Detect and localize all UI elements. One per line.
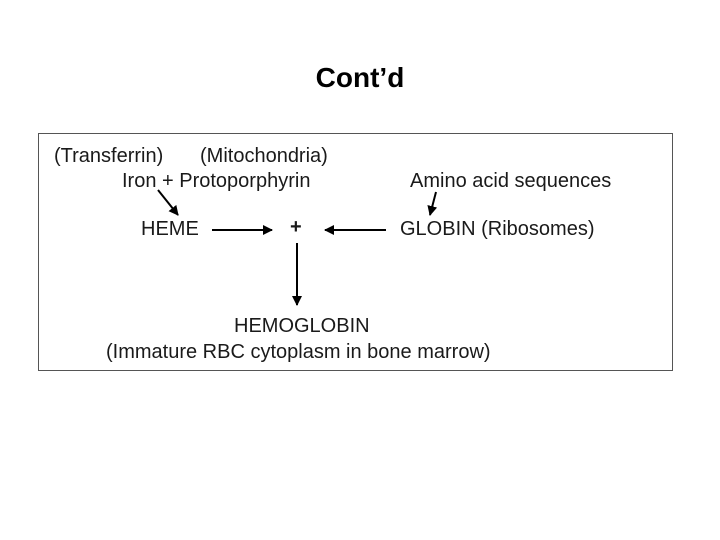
label-amino-acid-sequences: Amino acid sequences xyxy=(410,170,612,192)
label-iron-protoporphyrin: Iron + Protoporphyrin xyxy=(122,170,311,192)
label-mitochondria: (Mitochondria) xyxy=(200,145,328,167)
label-cell-location: (Immature RBC cytoplasm in bone marrow) xyxy=(106,341,491,363)
label-heme: HEME xyxy=(141,218,199,240)
label-plus: + xyxy=(290,216,302,238)
label-transferrin: (Transferrin) xyxy=(54,145,164,167)
slide-title: Cont’d xyxy=(315,62,405,93)
arrow-amino-to-globin xyxy=(427,191,438,216)
diagram-box xyxy=(38,133,673,371)
label-hemoglobin: HEMOGLOBIN xyxy=(234,315,370,337)
label-globin: GLOBIN (Ribosomes) xyxy=(400,218,595,240)
arrow-iron-to-heme xyxy=(157,189,179,216)
